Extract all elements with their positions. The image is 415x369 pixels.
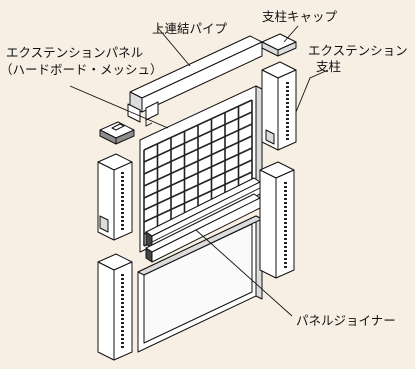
post-slot-hole	[286, 94, 289, 96]
post-slot-hole	[284, 202, 287, 204]
post-slot-hole	[284, 262, 287, 264]
post-slot-hole	[121, 176, 124, 178]
post-slot-hole	[286, 134, 289, 136]
post-slot-hole	[121, 334, 124, 336]
post-slot-hole	[284, 190, 287, 192]
label-panel-joiner: パネルジョイナー	[296, 313, 396, 328]
post-slot-hole	[121, 208, 124, 210]
post-slot-hole	[286, 106, 289, 108]
post-slot-hole	[284, 254, 287, 256]
post-slot-hole	[121, 180, 124, 182]
post-slot-hole	[121, 274, 124, 276]
post-slot-hole	[121, 338, 124, 340]
post-slot-hole	[121, 196, 124, 198]
post-right-lower	[259, 161, 295, 279]
post-slot-hole	[286, 126, 289, 128]
label-extension-post-line2: 支柱	[316, 59, 342, 74]
post-slot-hole	[121, 224, 124, 226]
post-slot-hole	[286, 86, 289, 88]
post-slot-hole	[284, 198, 287, 200]
post-slot-hole	[286, 118, 289, 120]
label-extension-panel-line2: （ハードボード・メッシュ）	[0, 62, 163, 77]
post-slot-hole	[121, 228, 124, 230]
post-slot-hole	[121, 172, 124, 174]
post-slot-hole	[284, 266, 287, 268]
post-cap-left	[99, 121, 135, 145]
post-slot-hole	[284, 182, 287, 184]
post-slot-hole	[284, 234, 287, 236]
post-slot-hole	[121, 278, 124, 280]
post-slot-hole	[286, 90, 289, 92]
post-slot-hole	[121, 326, 124, 328]
post-slot-hole	[284, 206, 287, 208]
post-slot-hole	[286, 114, 289, 116]
post-slot-hole	[121, 204, 124, 206]
post-slot-hole	[121, 200, 124, 202]
post-slot-hole	[286, 82, 289, 84]
post-slot-hole	[121, 330, 124, 332]
mesh-grid-line	[143, 111, 253, 163]
post-left-lower	[97, 253, 133, 361]
post-slot-hole	[284, 230, 287, 232]
post-slot-hole	[121, 298, 124, 300]
post-cap-top	[261, 33, 297, 57]
mesh-grid-line	[143, 159, 253, 211]
post-slot-hole	[121, 306, 124, 308]
post-slot-hole	[121, 290, 124, 292]
hardboard-panel	[137, 215, 263, 353]
post-slot-hole	[284, 186, 287, 188]
post-slot-hole	[121, 346, 124, 348]
post-slot-hole	[121, 188, 124, 190]
post-slot-hole	[121, 192, 124, 194]
post-slot-hole	[284, 250, 287, 252]
post-slot-hole	[286, 122, 289, 124]
post-slot-hole	[121, 318, 124, 320]
mesh-grid-line	[143, 99, 253, 151]
post-slot-hole	[121, 322, 124, 324]
post-slot-hole	[121, 294, 124, 296]
label-extension-panel-line1: エクステンションパネル	[6, 45, 144, 60]
label-post-cap: 支柱キャップ	[262, 9, 338, 24]
post-slot-hole	[284, 242, 287, 244]
post-slot-hole	[121, 342, 124, 344]
leader-lines	[69, 25, 329, 317]
mesh-grid-line	[143, 135, 253, 187]
mesh-grid-line	[143, 171, 253, 223]
post-slot-hole	[121, 302, 124, 304]
mesh-grid-line	[143, 123, 253, 175]
upper-connecting-pipe	[127, 35, 263, 127]
post-slot-hole	[121, 282, 124, 284]
post-slot-hole	[121, 310, 124, 312]
label-upper-connecting-pipe: 上連結パイプ	[152, 21, 228, 36]
post-slot-hole	[121, 184, 124, 186]
post-slot-hole	[284, 238, 287, 240]
post-slot-hole	[121, 314, 124, 316]
extension-post-right	[261, 61, 297, 151]
panel-joiner	[145, 177, 261, 263]
post-slot-hole	[286, 130, 289, 132]
post-slot-hole	[284, 226, 287, 228]
post-slot-hole	[121, 220, 124, 222]
post-slot-hole	[121, 286, 124, 288]
post-slot-hole	[286, 98, 289, 100]
mesh-grid-line	[143, 147, 253, 199]
post-slot-hole	[284, 258, 287, 260]
post-slot-hole	[121, 216, 124, 218]
post-slot-hole	[284, 246, 287, 248]
post-slot-hole	[286, 110, 289, 112]
post-slot-hole	[284, 210, 287, 212]
post-slot-hole	[121, 212, 124, 214]
post-slot-hole	[286, 138, 289, 140]
post-slot-hole	[284, 222, 287, 224]
post-slot-hole	[284, 218, 287, 220]
post-left-middle	[97, 153, 133, 241]
label-extension-post-line1: エクステンション	[308, 43, 408, 58]
post-slot-hole	[286, 102, 289, 104]
post-slot-hole	[284, 214, 287, 216]
post-slot-hole	[284, 194, 287, 196]
